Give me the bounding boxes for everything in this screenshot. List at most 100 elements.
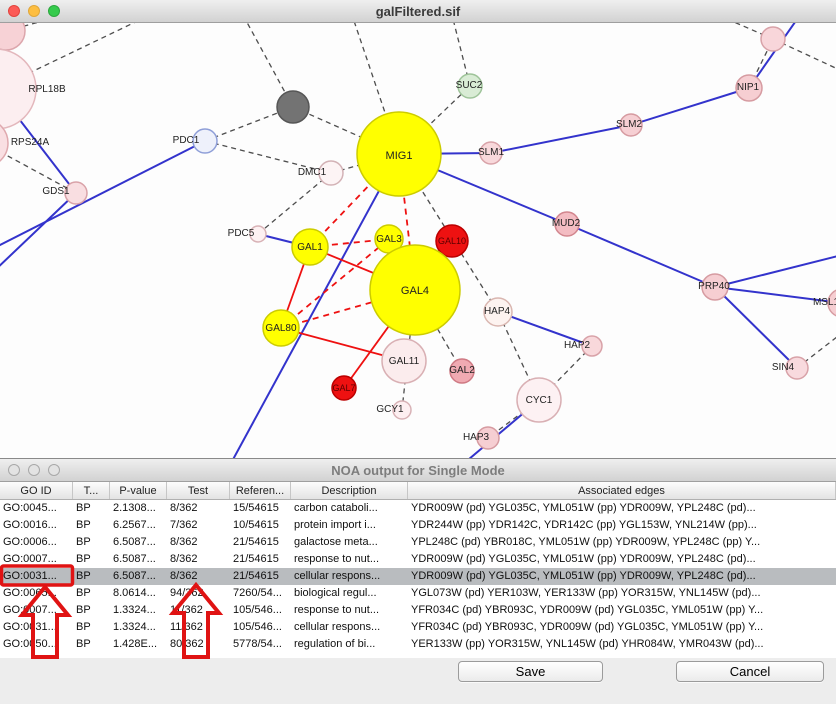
graph-node[interactable] [369,244,461,336]
table-cell: 105/546... [233,604,282,616]
graph-node[interactable] [0,48,37,130]
graph-node[interactable] [581,335,603,357]
graph-edge[interactable] [0,192,77,273]
table-cell: GO:0031... [3,570,57,582]
noa-window-titlebar[interactable]: NOA output for Single Mode [0,459,836,482]
table-cell: galactose meta... [294,536,378,548]
graph-node[interactable] [554,211,580,237]
graph-node[interactable] [619,113,643,137]
graph-edge[interactable] [566,223,716,288]
graph-edge[interactable] [280,238,390,329]
column-header[interactable]: Test [167,482,230,499]
table-cell: BP [76,621,91,633]
zoom-button[interactable] [48,5,60,17]
graph-node[interactable] [331,375,357,401]
network-window-titlebar[interactable]: galFiltered.sif [0,0,836,23]
graph-node-label: PDC1 [173,135,200,146]
graph-node[interactable] [516,377,562,423]
column-header[interactable]: P-value [110,482,167,499]
graph-edge[interactable] [414,289,463,372]
table-cell: 8/362 [170,570,198,582]
graph-edge[interactable] [714,286,836,304]
graph-edge[interactable] [714,286,798,369]
graph-node[interactable] [435,224,469,258]
graph-node[interactable] [457,73,483,99]
table-cell: 7260/54... [233,587,282,599]
column-header[interactable]: Associated edges [408,482,836,499]
graph-node[interactable] [318,160,344,186]
graph-edge[interactable] [0,140,206,249]
network-canvas[interactable]: RPL18BRPS24AGDS1PDC1DMC1MIG1SUC2SLM1SLM2… [0,23,836,458]
table-cell: cellular respons... [294,570,381,582]
graph-edge[interactable] [714,255,836,288]
graph-node-label: SLM1 [478,147,505,158]
graph-node[interactable] [479,141,503,165]
graph-node[interactable] [64,181,88,205]
graph-node[interactable] [249,225,267,243]
graph-edge[interactable] [352,23,400,155]
graph-node[interactable] [449,358,475,384]
graph-node[interactable] [476,426,500,450]
graph-edge[interactable] [630,87,750,126]
column-header[interactable]: Referen... [230,482,291,499]
graph-node[interactable] [483,297,513,327]
close-button[interactable] [8,5,20,17]
graph-node[interactable] [262,309,300,347]
graph-node[interactable] [827,289,836,317]
table-cell: BP [76,536,91,548]
table-cell: YFR034C (pd) YBR093C, YDR009W (pd) YGL03… [411,604,764,616]
minimize-button[interactable] [28,464,40,476]
graph-edge[interactable] [280,289,416,329]
table-cell: GO:0016... [3,519,57,531]
graph-node-label: SIN4 [772,362,795,373]
graph-node-label: GAL4 [401,285,429,297]
graph-edge[interactable] [257,172,332,235]
zoom-button[interactable] [48,464,60,476]
graph-node[interactable] [735,74,763,102]
graph-edge[interactable] [204,106,294,142]
graph-edge[interactable] [230,153,400,458]
graph-node[interactable] [356,111,442,197]
graph-edge[interactable] [398,85,471,155]
graph-node-label: SUC2 [456,80,483,91]
graph-node[interactable] [785,356,809,380]
table-cell: 11/362 [170,604,203,616]
graph-node[interactable] [291,228,329,266]
minimize-button[interactable] [28,5,40,17]
close-button[interactable] [8,464,20,476]
column-header[interactable]: T... [73,482,110,499]
graph-edge[interactable] [497,311,540,401]
column-header[interactable]: Description [291,482,408,499]
graph-node[interactable] [192,128,218,154]
table-cell: GO:0045... [3,502,57,514]
graph-node-label: CYC1 [526,395,553,406]
graph-edge[interactable] [497,311,593,347]
graph-node-label: GAL2 [449,365,475,376]
cancel-button[interactable]: Cancel [676,661,824,682]
graph-node[interactable] [760,26,786,52]
graph-node[interactable] [392,400,412,420]
table-cell: GO:0031... [3,621,57,633]
graph-edge[interactable] [292,106,400,155]
graph-node[interactable] [381,338,427,384]
graph-edge[interactable] [490,124,632,154]
graph-node[interactable] [701,273,729,301]
graph-node[interactable] [0,23,26,51]
column-header[interactable]: GO ID [0,482,73,499]
graph-edge[interactable] [204,140,332,174]
table-cell: 6.5087... [113,553,156,565]
save-button[interactable]: Save [458,661,603,682]
graph-node[interactable] [276,90,310,124]
graph-node[interactable] [0,119,9,167]
